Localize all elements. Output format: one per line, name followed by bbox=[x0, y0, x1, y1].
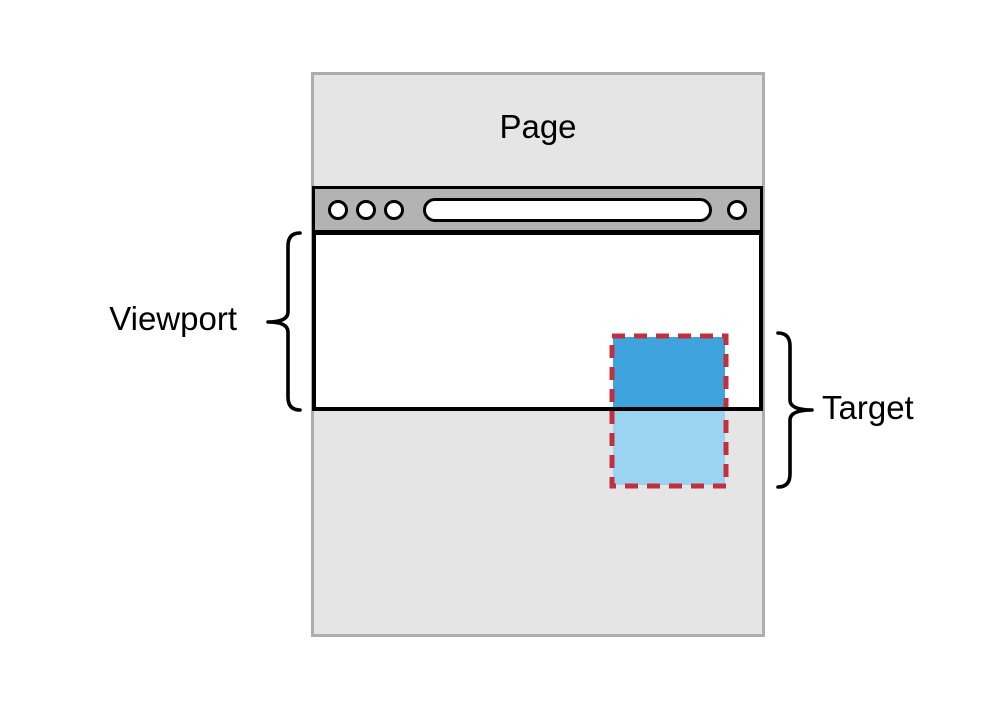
window-button-icon bbox=[384, 199, 404, 220]
address-bar-icon bbox=[423, 197, 712, 222]
target-visible-region bbox=[613, 337, 725, 408]
target-clipped-region bbox=[613, 408, 725, 485]
viewport-label: Viewport bbox=[109, 300, 237, 337]
window-button-icon bbox=[727, 199, 747, 220]
browser-toolbar bbox=[312, 186, 763, 233]
target-dashed-outline bbox=[609, 333, 729, 489]
page-label: Page bbox=[499, 108, 577, 145]
window-button-icon bbox=[328, 199, 348, 220]
target-brace-icon bbox=[776, 331, 814, 489]
window-button-icon bbox=[356, 199, 376, 220]
viewport-bottom-edge bbox=[312, 407, 763, 411]
target-label: Target bbox=[822, 389, 914, 426]
viewport-brace-icon bbox=[266, 231, 302, 412]
